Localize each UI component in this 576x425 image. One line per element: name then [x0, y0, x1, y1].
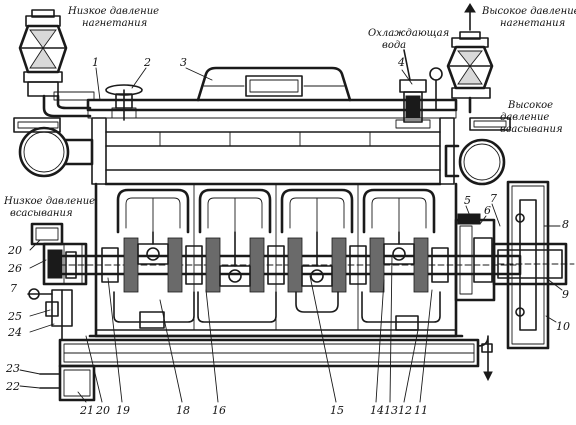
- callout-8: 8: [562, 218, 569, 231]
- caption-cooling-water-line2: вода: [382, 40, 406, 51]
- cylinder-1: [116, 188, 190, 234]
- callout-7-right: 7: [490, 192, 497, 205]
- caption-high-discharge: Высокое давление нагнетания: [481, 6, 576, 29]
- callout-18: 18: [176, 404, 190, 417]
- callout-20-left: 20: [7, 244, 22, 257]
- oil-pump-assembly: [27, 222, 88, 327]
- callout-21: 21: [79, 404, 94, 417]
- caption-high-discharge-line1: Высокое давление: [481, 6, 576, 17]
- caption-low-discharge-line1: Низкое давление: [67, 6, 159, 17]
- callout-7-left: 7: [10, 282, 17, 295]
- callout-9: 9: [562, 288, 569, 301]
- callouts-top: 1 2 3 4: [92, 56, 405, 69]
- cylinder-3: [280, 188, 354, 234]
- callouts-left: 20 26 7 25 24 23 22: [5, 244, 22, 393]
- caption-high-suction-line3: всасывания: [500, 124, 563, 135]
- crankcase-partitions: [113, 183, 441, 331]
- callout-16: 16: [212, 404, 226, 417]
- callout-4: 4: [397, 56, 405, 69]
- callout-14: 14: [370, 404, 384, 417]
- oil-cooler: [39, 325, 493, 402]
- callout-25: 25: [7, 310, 22, 323]
- cylinder-4: [362, 188, 436, 234]
- caption-low-suction-line2: всасывания: [10, 208, 73, 219]
- callout-12: 12: [398, 404, 412, 417]
- callout-11: 11: [414, 404, 428, 417]
- low-pressure-discharge-valve: [18, 9, 95, 118]
- support-feet: [139, 311, 419, 331]
- low-pressure-suction-manifold: [13, 117, 94, 178]
- caption-high-suction: Высокое давление всасывания: [500, 100, 563, 135]
- caption-high-suction-line2: давление: [500, 112, 549, 123]
- cylinder-2: [198, 188, 272, 234]
- caption-low-suction-line1: Низкое давление: [3, 196, 95, 207]
- caption-high-discharge-line2: нагнетания: [500, 18, 565, 29]
- crank-throw-3: [287, 231, 347, 313]
- callouts-right: 5 6 7 8 9 10: [464, 192, 570, 333]
- cooling-water-fitting: [395, 49, 443, 129]
- crank-throw-1: [123, 231, 183, 293]
- callout-6: 6: [484, 204, 491, 217]
- callout-3: 3: [180, 56, 187, 69]
- caption-low-suction: Низкое давление всасывания: [3, 196, 95, 219]
- high-pressure-discharge-valve: [446, 3, 494, 114]
- callout-13: 13: [384, 404, 398, 417]
- callout-2: 2: [143, 56, 151, 69]
- callout-19: 19: [116, 404, 130, 417]
- caption-high-suction-line1: Высокое: [507, 100, 553, 111]
- callout-24: 24: [7, 326, 22, 339]
- caption-cooling-water: Охлаждающая вода: [368, 28, 449, 51]
- crank-throw-2: [205, 231, 265, 293]
- callout-1: 1: [92, 56, 99, 69]
- caption-low-discharge-line2: нагнетания: [82, 18, 147, 29]
- caption-low-discharge: Низкое давление нагнетания: [67, 6, 159, 29]
- callout-26: 26: [7, 262, 22, 275]
- handwheel: [105, 84, 143, 121]
- upper-frame: [86, 98, 458, 186]
- top-cover: [196, 66, 352, 102]
- flywheel: [492, 180, 575, 350]
- high-pressure-suction-manifold: [444, 117, 511, 186]
- callout-5: 5: [464, 194, 471, 207]
- callout-10: 10: [556, 320, 570, 333]
- caption-cooling-water-line1: Охлаждающая: [368, 28, 449, 39]
- callout-23: 23: [5, 362, 20, 375]
- crank-throw-4: [369, 231, 429, 293]
- callouts-bottom: 21 20 19 18 16 15 14 13 12 11: [79, 404, 428, 417]
- callout-20-bottom: 20: [95, 404, 110, 417]
- leader-lines: [19, 67, 563, 403]
- callout-15: 15: [330, 404, 344, 417]
- callout-22: 22: [5, 380, 20, 393]
